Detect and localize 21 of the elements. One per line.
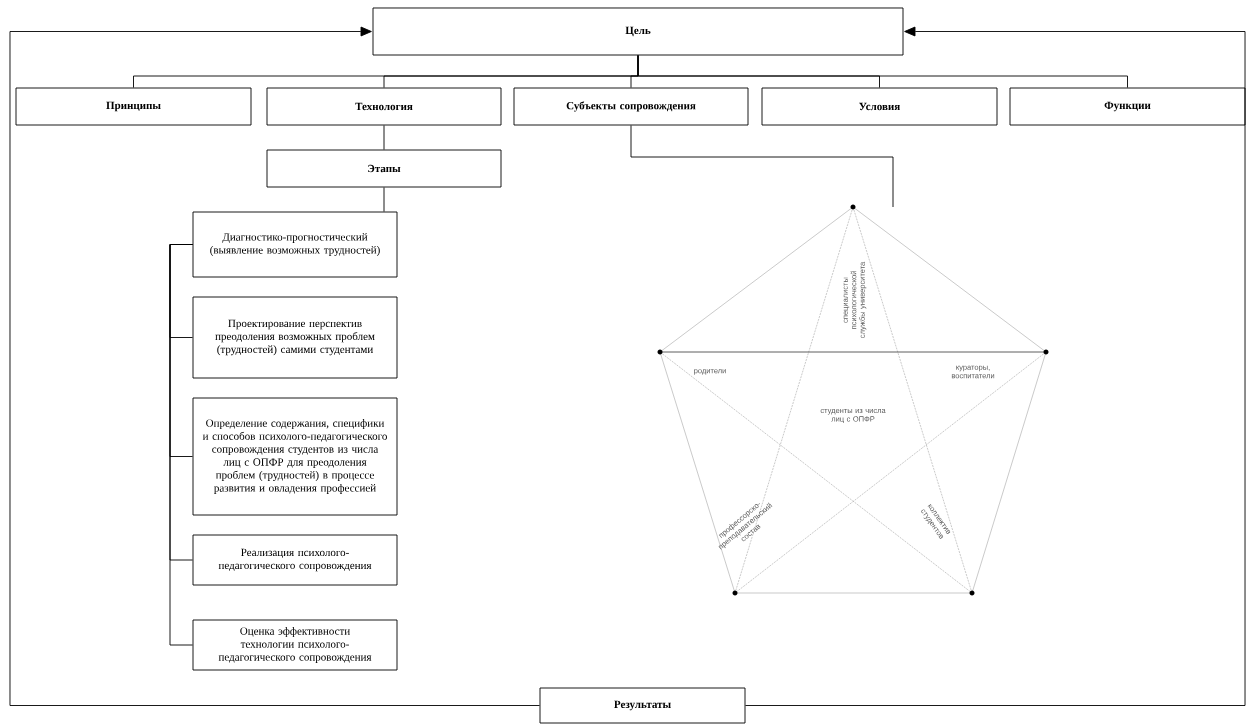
stage-box: Реализация психолого-педагогического сопровождения [192, 534, 398, 586]
connector [383, 125, 385, 150]
category-box: Субъекты сопровождения [513, 87, 749, 126]
connector [9, 26, 540, 706]
stage-box: Определение содержания, специфики и способов психолого-педагогического сопровождения студентов из числа лиц с ОПФР для преодоления проблем (трудностей) в процессе развития и овладения профессией [192, 397, 398, 516]
pentagon-drawing [657, 204, 1049, 596]
results-box: Результаты [539, 687, 746, 724]
stage-box: Проектирование перспектив преодоления возможных проблем (трудностей) самими студентами [192, 296, 398, 379]
category-box: Технология [266, 87, 502, 126]
connector [745, 26, 1246, 706]
connector [637, 55, 1128, 88]
category-box: Принципы [15, 87, 252, 126]
stage-box: Оценка эффективности технологии психолого-педагогического сопровождения [192, 619, 398, 671]
connector [630, 125, 894, 208]
category-box: Условия [761, 87, 998, 126]
connector [383, 187, 385, 212]
goal-box: Цель [372, 7, 904, 56]
stage-box: Диагностико-прогностический (выявление возможных трудностей) [192, 211, 398, 278]
connector [169, 244, 193, 646]
category-box: Функции [1009, 87, 1246, 126]
stages-box: Этапы [266, 149, 502, 188]
